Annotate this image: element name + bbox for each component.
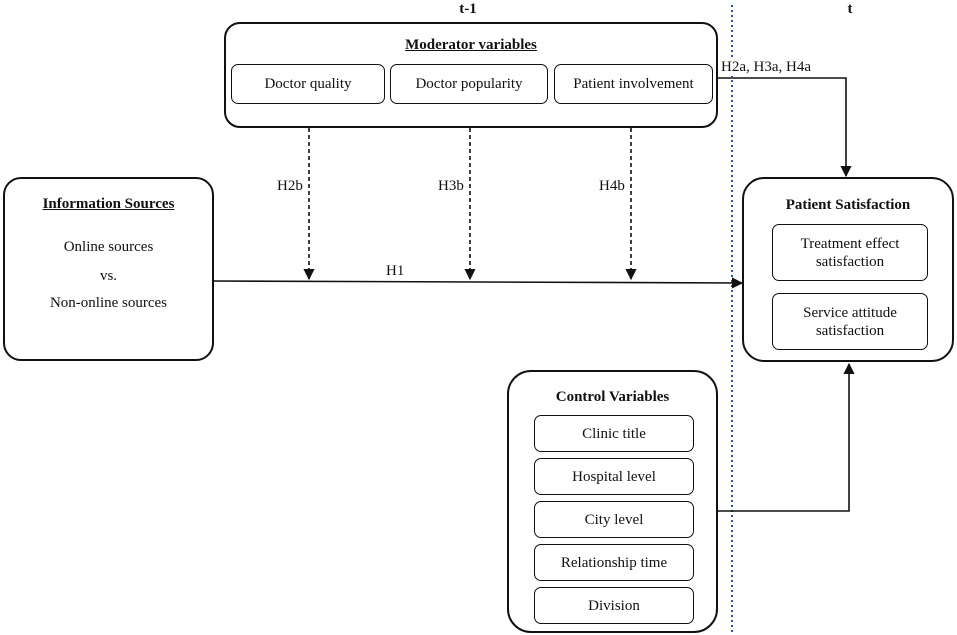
time-label-after: t	[847, 1, 853, 17]
moderator-item-doctor-quality: Doctor quality	[231, 64, 385, 104]
h2a-h3a-h4a-arrow	[718, 77, 852, 178]
control-item-relationship-time: Relationship time	[534, 544, 694, 581]
moderator-item-doctor-popularity: Doctor popularity	[390, 64, 548, 104]
control-item-division: Division	[534, 587, 694, 624]
time-label-before: t-1	[459, 1, 477, 17]
moderator-item-patient-involvement: Patient involvement	[554, 64, 713, 104]
patient-satisfaction-box: Patient Satisfaction Treatment effect sa…	[742, 177, 954, 362]
vs-label: vs.	[99, 268, 118, 284]
patient-satisfaction-title: Patient Satisfaction	[785, 197, 911, 213]
hypothesis-h2a-h3a-h4a-label: H2a, H3a, H4a	[721, 59, 811, 76]
control-variables-title: Control Variables	[555, 389, 670, 405]
control-item-city-level: City level	[534, 501, 694, 538]
hypothesis-h4b-label: H4b	[599, 178, 625, 194]
h1-arrow	[213, 277, 744, 289]
information-sources-box: Information Sources Online sources vs. N…	[3, 177, 214, 361]
moderator-box: Moderator variables Doctor quality Docto…	[224, 22, 718, 128]
control-item-clinic-title: Clinic title	[534, 415, 694, 452]
treatment-effect-satisfaction: Treatment effect satisfaction	[772, 224, 928, 281]
information-sources-title: Information Sources	[42, 196, 175, 212]
non-online-sources-label: Non-online sources	[49, 295, 168, 311]
online-sources-label: Online sources	[63, 239, 154, 255]
service-attitude-satisfaction: Service attitude satisfaction	[772, 293, 928, 350]
control-arrow	[718, 362, 855, 512]
hypothesis-h3b-label: H3b	[438, 178, 464, 194]
hypothesis-h2b-label: H2b	[277, 178, 303, 194]
control-variables-box: Control Variables Clinic title Hospital …	[507, 370, 718, 633]
hypothesis-h1-label: H1	[386, 263, 405, 279]
control-item-hospital-level: Hospital level	[534, 458, 694, 495]
moderator-title: Moderator variables	[405, 37, 537, 53]
